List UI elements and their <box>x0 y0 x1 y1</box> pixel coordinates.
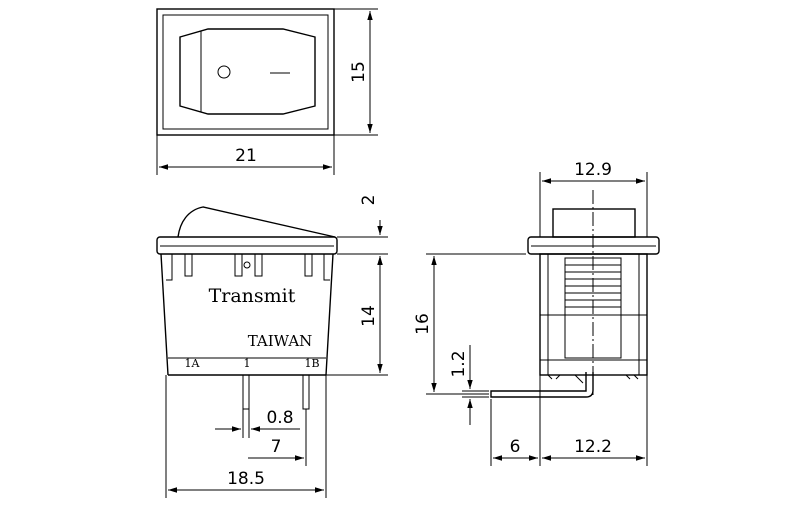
dim-top-width: 21 <box>156 135 335 175</box>
terminal-label-1b: 1B <box>304 357 319 370</box>
dim-top-height: 15 <box>334 8 378 136</box>
top-view <box>156 8 335 136</box>
dim-label-actuator-height: 2 <box>359 195 379 206</box>
front-view: Transmit TAIWAN 1A 1 1B <box>156 206 338 410</box>
dim-label-top-height: 15 <box>349 61 369 83</box>
dim-label-body-width: 18.5 <box>227 469 265 489</box>
terminal-label-1a: 1A <box>185 357 201 370</box>
terminal-label-1: 1 <box>244 357 251 370</box>
off-symbol-icon <box>217 65 231 79</box>
dim-label-pin-pitch: 7 <box>271 437 282 457</box>
top-frame-outer <box>156 8 335 136</box>
terminal-pin-center <box>242 374 250 410</box>
dim-pin-width: 0.8 <box>215 408 300 438</box>
side-bent-pin <box>490 372 594 398</box>
rocker-outline <box>179 28 316 115</box>
dim-label-pin-length: 12.2 <box>574 437 612 457</box>
dim-label-pin-bend: 6 <box>510 437 521 457</box>
origin-label: TAIWAN <box>248 332 313 350</box>
dim-pin-bend: 6 <box>490 375 541 466</box>
dim-label-side-width: 12.9 <box>574 160 612 180</box>
dim-pin-pitch: 7 <box>248 409 307 466</box>
top-frame-inner <box>162 14 329 130</box>
dim-body-width: 18.5 <box>165 375 327 498</box>
dim-label-pin-width: 0.8 <box>266 408 293 428</box>
side-view <box>490 190 660 398</box>
dim-label-body-height: 14 <box>359 305 379 327</box>
dim-pin-thickness: 1.2 <box>449 345 489 425</box>
dim-side-height: 16 <box>413 253 526 395</box>
actuator-profile <box>177 206 336 238</box>
dim-label-pin-thickness: 1.2 <box>449 350 469 377</box>
dim-side-width: 12.9 <box>539 160 648 237</box>
dim-label-top-width: 21 <box>235 146 257 166</box>
front-bezel <box>156 236 338 255</box>
dim-body-height: 14 <box>326 256 388 376</box>
dim-label-side-height: 16 <box>413 313 433 335</box>
dim-pin-length: 12.2 <box>542 375 648 466</box>
side-actuator <box>552 208 636 238</box>
brand-label: Transmit <box>209 285 296 307</box>
terminal-pin-right <box>302 374 310 410</box>
